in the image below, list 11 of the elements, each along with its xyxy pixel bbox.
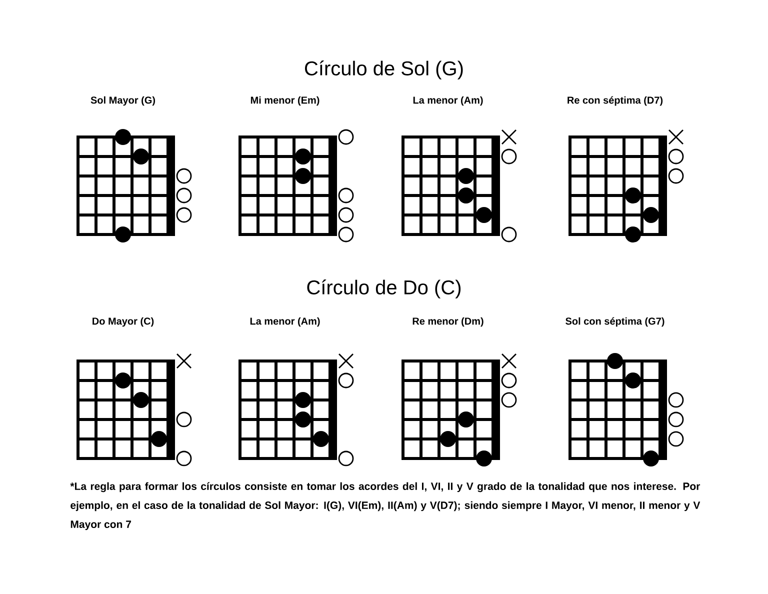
chord-name: La menor (Am): [250, 317, 320, 327]
chord-name: Re con séptima (D7): [568, 96, 663, 106]
heading: Círculo de Do (C): [307, 280, 461, 298]
heading: Círculo de Sol (G): [305, 60, 463, 80]
chord-name: Sol Mayor (G): [90, 96, 156, 106]
chord-name: Sol con séptima (G7): [566, 317, 664, 327]
chord-name: La menor (Am): [413, 96, 483, 106]
footnote: *La regla para formar los círculos consiste en tomar los acordes del I, VI, II y V grado de la tonalidad que nos interese. Por ejemplo, en el caso de la tonalidad de Sol Mayor: I(G), VI(Em), II(Am) y V(D7); siendo siempre I Mayor, VI menor, II menor y V Mayor con 7: [70, 482, 700, 530]
chord-name: Do Mayor (C): [92, 317, 154, 327]
chord-name: Mi menor (Em): [250, 96, 320, 106]
chord-name: Re menor (Dm): [412, 317, 484, 327]
